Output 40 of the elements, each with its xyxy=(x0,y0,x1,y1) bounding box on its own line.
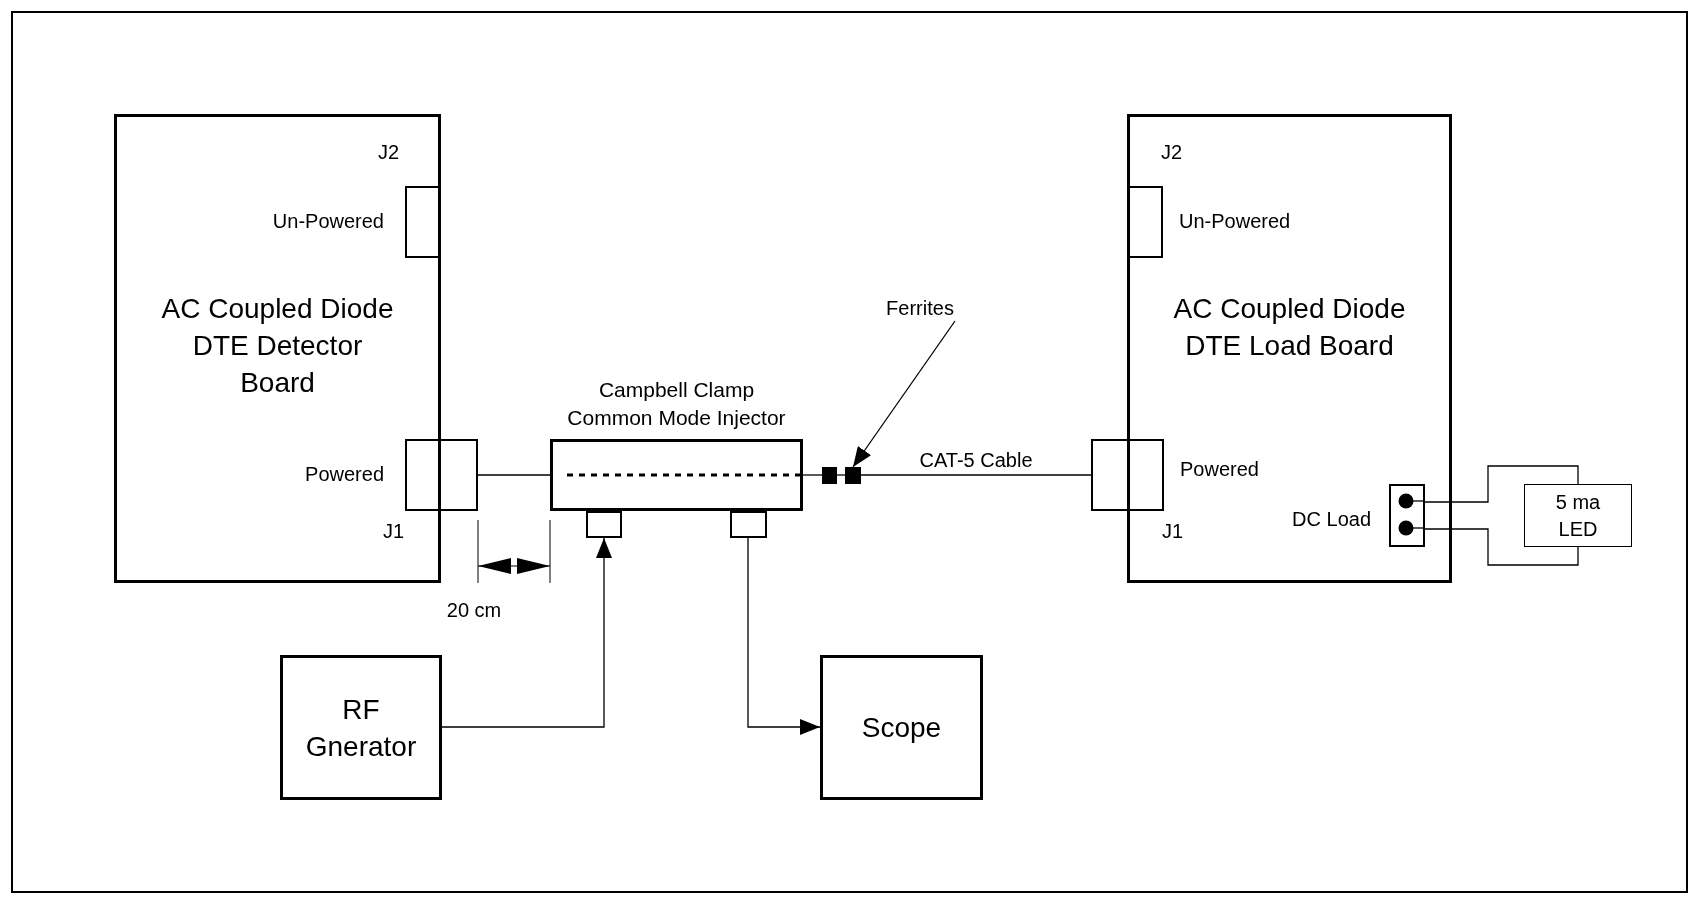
pin-header xyxy=(1389,484,1425,547)
connector-label: Un-Powered xyxy=(1179,209,1291,233)
clamp-caption: Campbell Clamp Common Mode Injector xyxy=(566,377,787,431)
wire xyxy=(477,474,551,476)
connector-label: J2 xyxy=(1161,140,1183,164)
board-title: AC Coupled Diode DTE Load Board xyxy=(1172,292,1407,363)
wire xyxy=(747,537,821,735)
wire xyxy=(1424,465,1579,503)
ferrite-block xyxy=(845,467,861,484)
instrument-box xyxy=(820,655,983,800)
connector-block xyxy=(405,186,441,258)
dimension-label: 20 cm xyxy=(446,598,502,622)
connector-block xyxy=(405,439,478,511)
connector-block xyxy=(1091,439,1164,511)
wire xyxy=(441,537,612,728)
wire xyxy=(1424,528,1579,566)
connector-label: J1 xyxy=(1162,519,1184,543)
connector-label: DC Load xyxy=(1292,507,1371,531)
instrument-box xyxy=(280,655,442,800)
led-label: 5 ma LED xyxy=(1554,489,1602,542)
connector-label: Powered xyxy=(305,462,384,486)
wire xyxy=(860,474,1092,476)
instrument-label: RF Gnerator xyxy=(304,692,418,764)
ferrite-block xyxy=(822,467,837,484)
wire xyxy=(836,474,846,476)
connector-label: J2 xyxy=(377,140,399,164)
led-box xyxy=(1524,484,1632,547)
circuit-board xyxy=(114,114,441,583)
connector-label: Powered xyxy=(1180,457,1259,481)
port-block xyxy=(586,511,622,538)
wire xyxy=(802,474,823,476)
connector-label: J1 xyxy=(383,519,405,543)
port-block xyxy=(730,511,767,538)
leader-line xyxy=(852,320,956,468)
board-title: AC Coupled Diode DTE Detector Board xyxy=(160,292,395,400)
connector-block xyxy=(1127,186,1163,258)
circuit-board xyxy=(1127,114,1452,583)
connector-label: Un-Powered xyxy=(272,209,384,233)
callout-text: Ferrites xyxy=(878,295,962,321)
instrument-label: Scope xyxy=(861,711,942,745)
